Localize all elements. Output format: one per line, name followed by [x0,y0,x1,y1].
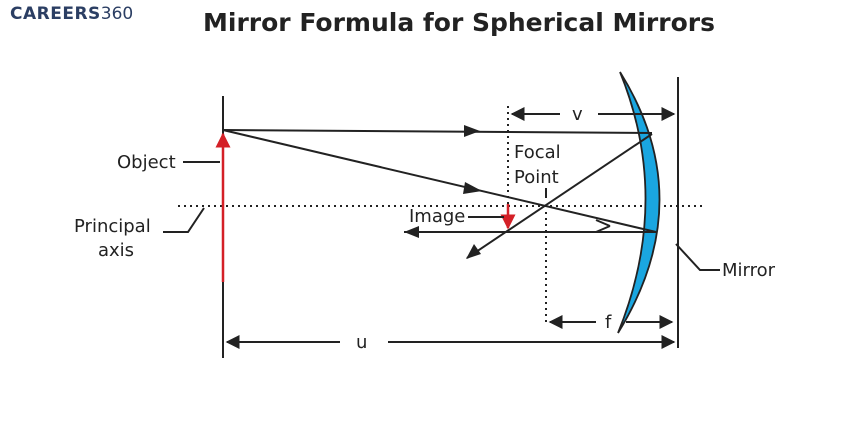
object-label: Object [117,152,176,173]
ray-through-focus [222,129,657,233]
ray-parallel [222,129,653,134]
u-label: u [356,332,367,353]
principal-axis-leader [163,207,205,233]
principal-axis-label-line1: Principal [74,216,151,237]
diagram-title: Mirror Formula for Spherical Mirrors [203,8,715,37]
ray-reflected-through-focus [466,133,653,259]
ray-reflected-parallel-arrow-left [404,226,419,238]
concave-mirror [617,71,661,334]
ray-through-focus-arrow [463,182,482,194]
ray-parallel-arrow [464,125,480,137]
v-label: v [572,104,583,125]
mirror-label: Mirror [722,260,776,281]
focal-point-label-line2: Point [514,167,559,188]
mirror-leader [675,243,720,271]
ray-reflected-arrow [466,244,481,259]
f-label: f [605,312,612,333]
image-label: Image [409,206,465,227]
principal-axis-label-line2: axis [98,240,134,261]
careers360-logo: CAREERS360 [10,4,133,24]
logo-brand: CAREERS [10,4,101,24]
focal-point-label-line1: Focal [514,142,561,163]
ray-reflected-parallel-arrow-right [595,219,611,233]
logo-number: 360 [100,4,134,24]
